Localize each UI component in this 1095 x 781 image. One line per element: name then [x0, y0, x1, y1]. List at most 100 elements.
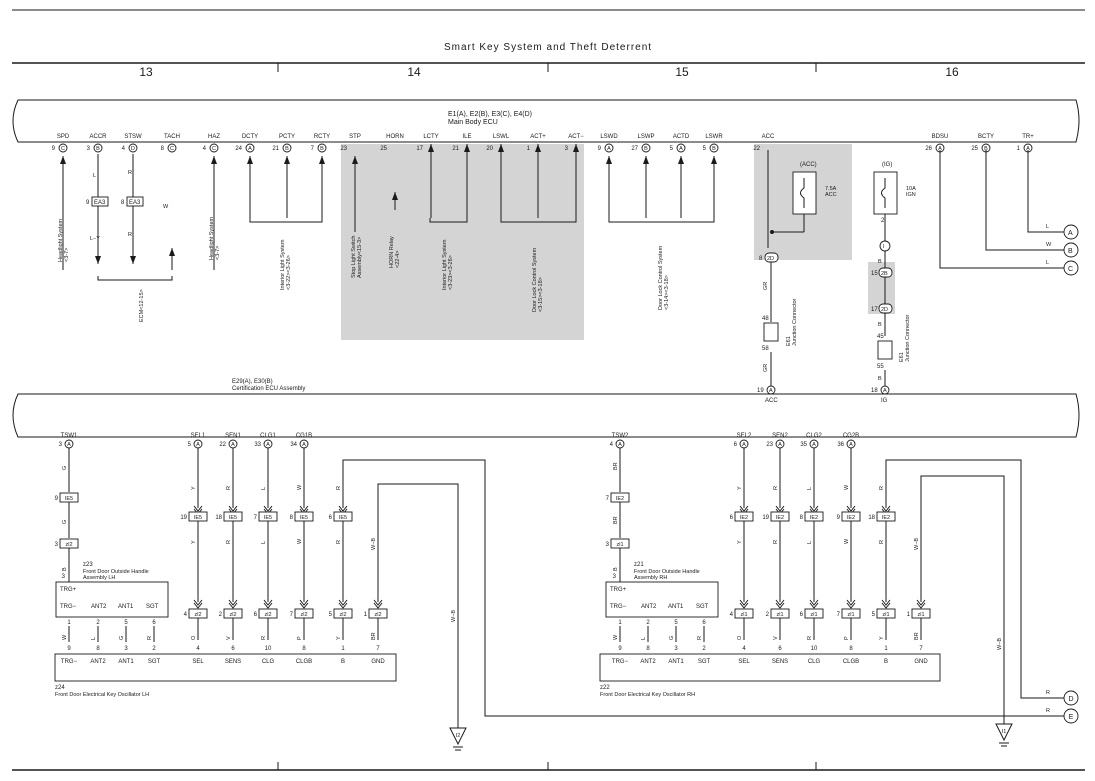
ecu-pin-name: TACH [164, 134, 180, 140]
wire-color-label: V [226, 636, 232, 640]
wire-color-l: L [1046, 260, 1049, 266]
wire-color-label: R [773, 540, 779, 544]
arrow-head [498, 144, 504, 152]
ground-label: I1 [1002, 729, 1007, 735]
ecu-pin-connector [128, 143, 138, 153]
cert-pin-letter: A [742, 442, 746, 448]
junction-connector-ig [877, 340, 893, 360]
section-number: 16 [945, 65, 959, 79]
oscillator-id: z24 [55, 685, 65, 691]
connector-chevron [263, 599, 273, 609]
oscillator-pin-number: 6 [778, 646, 782, 652]
handle-assembly-rh [605, 581, 719, 618]
ground-label: I2 [456, 733, 461, 739]
ig-fuse-label: (IG) [882, 162, 892, 168]
oscillator-pin-number: 7 [919, 646, 923, 652]
inline-connector-label: IE2 [847, 515, 855, 521]
cert-pin-letter: A [302, 442, 306, 448]
ecu-pin-number: 5 [670, 146, 674, 152]
arrow-head [643, 156, 649, 164]
wire-color-label: P [297, 636, 303, 640]
cert-ig-num: 18 [871, 388, 878, 394]
oscillator-pin-label: B [884, 659, 888, 665]
ref-b-wire [985, 150, 1064, 251]
junction-connector-label: E61Junction Connector [899, 314, 911, 362]
ecu-pin-number: 26 [925, 146, 932, 152]
2b-label: 2B [881, 271, 888, 277]
inline-connector-label: zl1 [776, 612, 783, 618]
connector-chevron [299, 599, 309, 609]
shaded-region-center [341, 144, 584, 340]
wire-color-label: Y [737, 540, 743, 544]
cert-pin-letter: A [618, 442, 622, 448]
connector-pin-number: 8 [800, 515, 804, 521]
oscillator-pin-label: GND [914, 659, 928, 665]
wire-color-label: Y [879, 636, 885, 640]
cert-ecu-name: Certification ECU Assembly [232, 386, 305, 392]
handle-pin-label: ANT1 [118, 604, 134, 610]
oscillator-pin-label: ANT1 [668, 659, 684, 665]
ecu-pin-name: PCTY [279, 134, 295, 140]
handle-pin-number: 1 [618, 620, 622, 626]
wire-color-label: R [879, 540, 885, 544]
wire-color-label: BR [613, 516, 619, 524]
oscillator-pin-number: 7 [376, 646, 380, 652]
handle-name: Assembly LH [83, 575, 115, 581]
wire-color-label: L [807, 541, 813, 544]
b-wire [342, 459, 1064, 717]
wire-color-label: W [613, 634, 619, 640]
ecu-pin-number: 24 [235, 146, 242, 152]
section-number: 13 [139, 65, 153, 79]
oscillator-pin-number: 2 [152, 646, 156, 652]
ecu-pin-connector [167, 143, 177, 153]
ref-a-label: A [1068, 230, 1073, 237]
oscillator-pin-number: 6 [231, 646, 235, 652]
ecm-label: ECM<12-15> [139, 289, 145, 322]
oscillator-pin-number: 3 [674, 646, 678, 652]
ecu-pin-connector-letter: B [644, 146, 648, 152]
cert-pin-letter: A [812, 442, 816, 448]
bracket [429, 218, 468, 223]
handle-pin-number: 5 [124, 620, 128, 626]
key-oscillator-rh [599, 653, 941, 682]
arrow-head [711, 156, 717, 164]
ecu-pin-number: 20 [486, 146, 493, 152]
cert-pin-name: CLG1 [260, 433, 276, 439]
connector-pin-number: 2 [766, 612, 770, 618]
inline-connector-label: zl2 [374, 612, 381, 618]
cert-pin-number: 35 [800, 442, 807, 448]
handle-name: Assembly RH [634, 575, 667, 581]
inline-connector-label: IE2 [616, 496, 624, 502]
wire-color-label: W [844, 484, 850, 490]
headlight-system-label: Headlight System<3-7> [58, 218, 70, 262]
connector-pin-number: 6 [329, 515, 333, 521]
oscillator-pin-number: 10 [811, 646, 818, 652]
oscillator-pin-label: SGT [698, 659, 711, 665]
section-number: 15 [675, 65, 689, 79]
arrow-head [428, 144, 434, 152]
oscillator-pin-number: 9 [618, 646, 622, 652]
connector-pin-number: 3 [55, 542, 59, 548]
wire-color-w: W [1046, 242, 1052, 248]
wire-color-l: L [93, 173, 96, 179]
ecu-pin-number: 8 [161, 146, 165, 152]
connector-pin-number: 18 [215, 515, 222, 521]
ecu-pin-connector [317, 143, 327, 153]
ecu-pin-name: DCTY [242, 134, 258, 140]
wire-color-label: R [1046, 690, 1050, 696]
arrow-head [169, 248, 175, 256]
handle-name: Front Door Outside Handle [83, 569, 149, 575]
ecu-pin-name: STSW [124, 134, 142, 140]
ref-a-wire [1027, 150, 1064, 233]
bracket [97, 276, 173, 281]
cert-pin-letter: A [849, 442, 853, 448]
junction-pin: 45 [877, 334, 884, 340]
connector-chevron [809, 599, 819, 609]
ecu-pin-number: 7 [311, 146, 315, 152]
cert-acc-conn: A [769, 388, 773, 394]
ecu-pin-connector-letter: A [679, 146, 683, 152]
connector-chevron [338, 599, 348, 609]
ecu-pin-name: LSWL [493, 134, 510, 140]
